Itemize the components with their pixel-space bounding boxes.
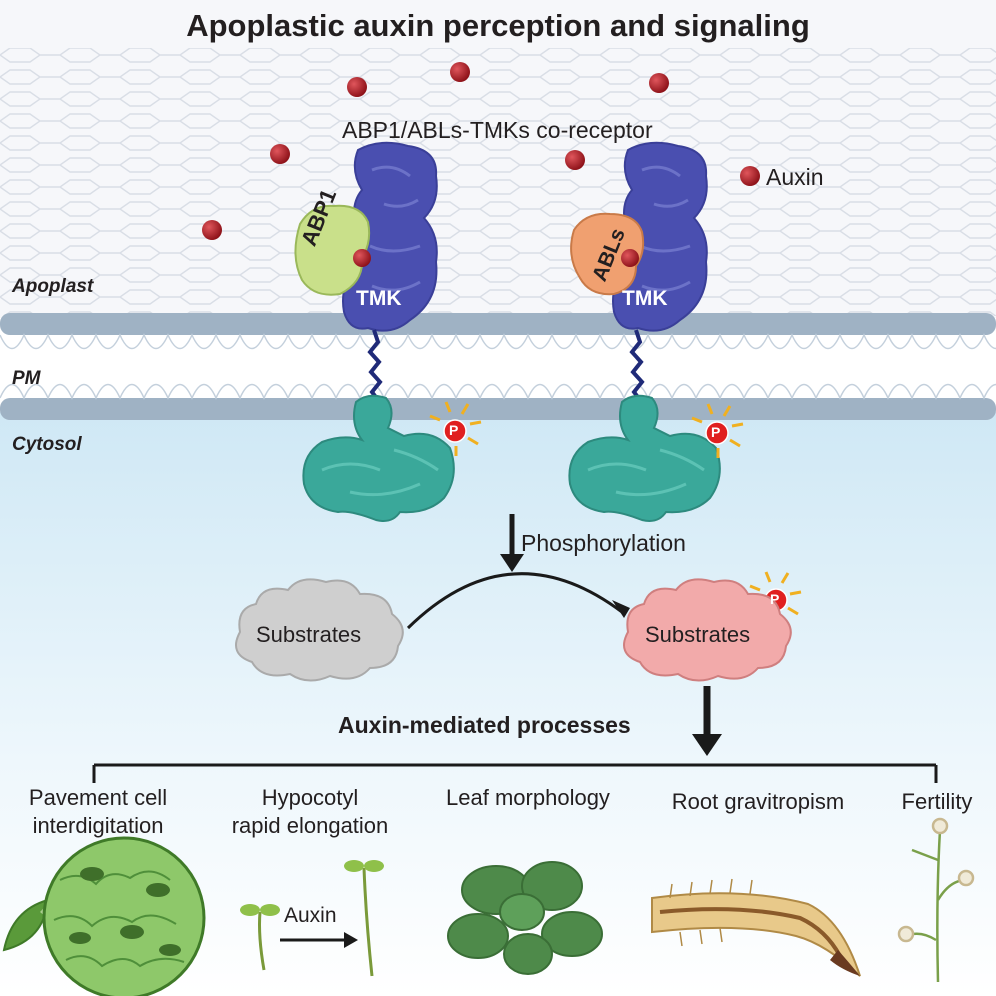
process-fertility: Fertility — [884, 788, 990, 816]
processes-arrow — [692, 686, 722, 756]
phospho-mark-right — [691, 403, 744, 458]
leaf-rosette-illustration — [447, 861, 603, 975]
auxin-legend-label: Auxin — [766, 164, 824, 190]
region-pm: PM — [12, 368, 41, 389]
process-line-1: Leaf morphology — [446, 785, 610, 810]
cell-wall-pattern — [0, 48, 996, 316]
phosphorylation-label: Phosphorylation — [521, 530, 686, 556]
tmk-receptor-right — [612, 141, 708, 402]
tmk-label-right: TMK — [622, 287, 668, 310]
phospho-p-left: P — [449, 422, 459, 438]
pavement-cell-illustration — [2, 836, 206, 996]
region-apoplast: Apoplast — [12, 276, 94, 297]
root-gravitropism-illustration — [651, 878, 861, 977]
process-line-1: Fertility — [901, 789, 973, 814]
fertility-illustration — [897, 817, 975, 983]
phospho-p-right: P — [711, 424, 721, 440]
auxin-legend-dot — [740, 166, 760, 186]
process-line-2: rapid elongation — [231, 813, 389, 838]
diagram-title: Apoplastic auxin perception and signalin… — [186, 8, 810, 43]
abls-protein — [570, 212, 645, 296]
process-root-gravitropism: Root gravitropism — [640, 788, 876, 816]
phosphorylation-arrow — [500, 514, 524, 572]
tmk-kinase-right — [568, 394, 721, 522]
process-line-1: Hypocotyl — [261, 785, 359, 810]
process-line-1: Root gravitropism — [671, 789, 845, 814]
substrate-modified — [623, 578, 792, 682]
substrate-unmodified — [235, 578, 404, 682]
process-leaf-morphology: Leaf morphology — [416, 784, 640, 812]
conversion-arrow — [406, 572, 630, 630]
substrate-modified-label: Substrates — [645, 622, 751, 647]
phospho-mark-left — [429, 401, 482, 456]
processes-bracket — [92, 763, 938, 783]
co-receptor-label: ABP1/ABLs-TMKs co-receptor — [342, 117, 653, 143]
process-hypocotyl: Hypocotyl rapid elongation — [200, 784, 420, 840]
phospho-p-substrate: P — [770, 591, 780, 607]
auxin-bound-right — [621, 249, 639, 267]
region-cytosol: Cytosol — [12, 434, 82, 455]
hypocotyl-illustration — [240, 860, 384, 977]
auxin-bound-left — [353, 249, 371, 267]
plasma-membrane — [0, 313, 996, 420]
tmk-label-left: TMK — [356, 287, 402, 310]
auxin-molecules — [202, 62, 760, 240]
processes-heading: Auxin-mediated processes — [338, 712, 631, 738]
hypocotyl-auxin-label: Auxin — [284, 904, 337, 927]
process-pavement-cell: Pavement cell interdigitation — [6, 784, 190, 840]
process-line-2: interdigitation — [32, 813, 164, 838]
process-line-1: Pavement cell — [28, 785, 168, 810]
substrate-unmodified-label: Substrates — [256, 622, 362, 647]
tmk-kinase-left — [302, 394, 455, 522]
